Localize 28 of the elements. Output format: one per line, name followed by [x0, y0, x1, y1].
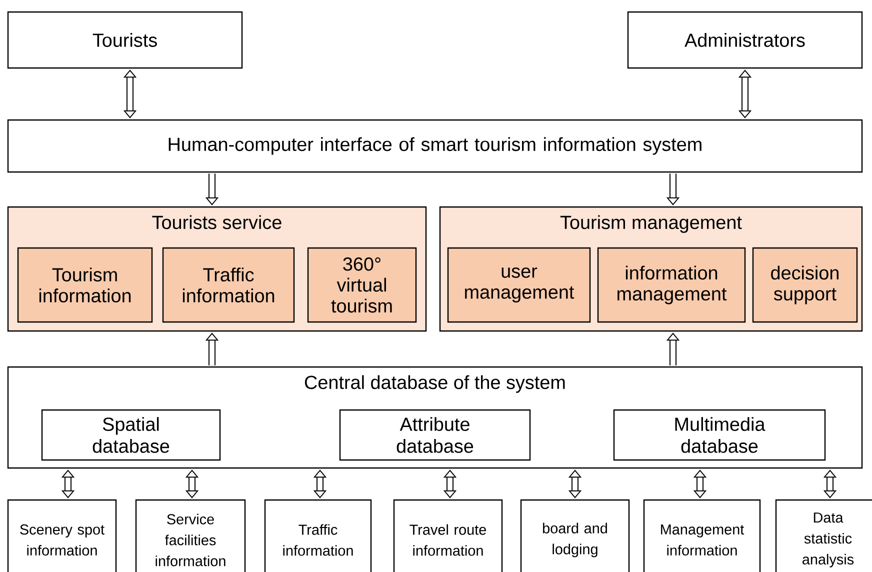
hollow-arrow — [313, 470, 327, 498]
text-box: Tourists — [7, 11, 243, 69]
hollow-arrow — [123, 70, 137, 118]
text-box: Human-computer interface of smart tourism information system — [7, 119, 863, 173]
data-box: board and lodging — [520, 499, 630, 572]
hollow-arrow — [61, 470, 75, 498]
hollow-arrow — [693, 470, 707, 498]
data-box: Travel route information — [393, 499, 503, 572]
hollow-arrow — [738, 70, 752, 118]
text-box: Attribute database — [339, 409, 531, 461]
data-box: Service facilities information — [135, 499, 246, 572]
hollow-arrow — [443, 470, 457, 498]
module-box: decision support — [752, 247, 858, 323]
hollow-arrow — [568, 470, 582, 498]
module-box: Traffic information — [162, 247, 295, 323]
module-box: information management — [597, 247, 746, 323]
data-box: Management information — [643, 499, 761, 572]
text-box: Multimedia database — [613, 409, 826, 461]
module-box: 360° virtual tourism — [307, 247, 417, 323]
data-box: Data statistic analysis — [775, 499, 872, 572]
module-box: Tourism information — [17, 247, 153, 323]
data-box: Scenery spot information — [7, 499, 117, 572]
module-box: user management — [447, 247, 591, 323]
text-box: Administrators — [627, 11, 863, 69]
hollow-arrow — [823, 470, 837, 498]
text-box: Spatial database — [41, 409, 221, 461]
data-box: Traffic information — [264, 499, 372, 572]
hollow-arrow — [185, 470, 199, 498]
